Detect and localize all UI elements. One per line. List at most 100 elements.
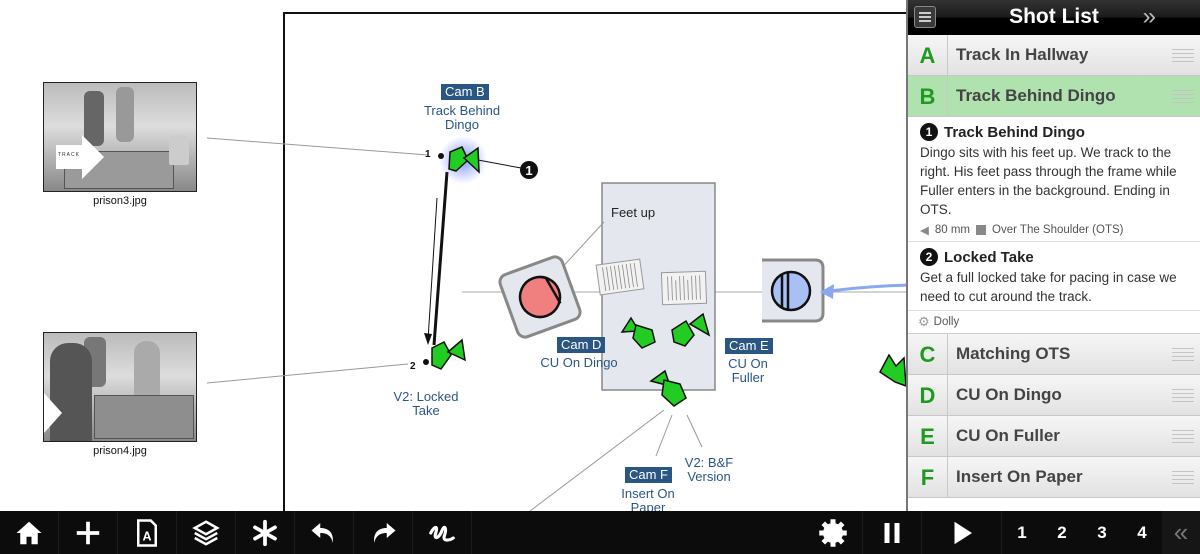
camera-f[interactable]: [649, 369, 687, 407]
setup-detail-2[interactable]: 2 Locked Take Get a full locked take for…: [908, 242, 1200, 310]
camera-offscreen[interactable]: [879, 353, 907, 388]
toolbar-right-group: 1 2 3 4 «: [804, 511, 1200, 554]
setup-detail-1[interactable]: 1 Track Behind Dingo Dingo sits with his…: [908, 117, 1200, 242]
camera-b-badge[interactable]: Cam B: [441, 84, 489, 100]
collapse-toolbar-icon[interactable]: «: [1162, 511, 1200, 554]
actor-dingo[interactable]: [498, 255, 583, 340]
dolly-track[interactable]: [432, 171, 449, 346]
framing-icon: [976, 225, 987, 235]
storyboard-caption-prison4: prison4.jpg: [93, 445, 147, 457]
camera-b[interactable]: [448, 146, 480, 174]
actor-fuller[interactable]: [762, 258, 825, 323]
setup-marker-1[interactable]: [520, 161, 538, 179]
play-button[interactable]: [922, 511, 1002, 554]
page-3-button[interactable]: 3: [1097, 522, 1107, 542]
camera-b-v2-point: [423, 359, 429, 365]
page-2-button[interactable]: 2: [1057, 522, 1067, 542]
camera-d[interactable]: [620, 316, 656, 349]
setup-title: Locked Take: [944, 248, 1034, 266]
add-button[interactable]: [59, 511, 118, 554]
camera-e[interactable]: [671, 312, 711, 347]
camera-point-number-1: 1: [425, 149, 431, 160]
camera-f-v2-label-line1: V2: B&F: [684, 455, 734, 470]
track-arrow-head: [44, 393, 62, 433]
camera-f-label-line1: Insert On: [621, 486, 675, 501]
play-icon: [954, 521, 972, 544]
feet-sketch: [169, 135, 189, 165]
storyboard-caption-prison3: prison3.jpg: [93, 195, 147, 207]
camera-d-badge[interactable]: Cam D: [557, 337, 606, 353]
figure-woman: [134, 341, 160, 401]
camera-b-label[interactable]: Track Behind Dingo: [410, 104, 514, 132]
drag-handle-icon[interactable]: [1172, 347, 1194, 361]
asterisk-button[interactable]: [236, 511, 295, 554]
camera-b-v2-label[interactable]: V2: Locked Take: [378, 390, 474, 418]
undo-button[interactable]: [295, 511, 354, 554]
redo-button[interactable]: [354, 511, 413, 554]
shot-list-panel: Shot List » A Track In Hallway B Track B…: [906, 0, 1200, 511]
camera-e-label[interactable]: CU On Fuller: [718, 357, 778, 385]
shot-letter: C: [908, 334, 948, 374]
page-4-button[interactable]: 4: [1137, 522, 1147, 542]
page-1-button[interactable]: 1: [1017, 522, 1027, 542]
shot-letter: D: [908, 375, 948, 415]
shot-row-a[interactable]: A Track In Hallway: [908, 35, 1200, 76]
settings-button[interactable]: [804, 511, 863, 554]
menu-icon[interactable]: [914, 6, 936, 28]
camera-b-point: [438, 153, 444, 159]
drag-handle-icon[interactable]: [1172, 429, 1194, 443]
draw-button[interactable]: [413, 511, 472, 554]
pause-button[interactable]: [863, 511, 922, 554]
overhead-diagram[interactable]: 1: [0, 0, 1200, 511]
camera-f-label-line2: Paper: [630, 500, 666, 512]
paper-prop-2[interactable]: [660, 270, 708, 306]
shot-name: Insert On Paper: [956, 467, 1083, 486]
shot-row-b[interactable]: B Track Behind Dingo: [908, 76, 1200, 117]
storyboard-thumbnail-prison3[interactable]: TRACK: [43, 82, 197, 192]
drag-handle-icon[interactable]: [1172, 89, 1194, 103]
arrow-head: [820, 284, 834, 299]
home-button[interactable]: [0, 511, 59, 554]
setup-description: Get a full locked take for pacing in cas…: [920, 270, 1177, 304]
camera-d-label[interactable]: CU On Dingo: [540, 355, 618, 370]
drag-handle-icon[interactable]: [1172, 48, 1194, 62]
shot-letter: A: [908, 35, 948, 75]
layers-icon: [192, 519, 220, 546]
camera-b-v2-label-line1: V2: Locked: [393, 389, 459, 404]
camera-e-badge[interactable]: Cam E: [725, 338, 773, 354]
paper-prop-1[interactable]: [595, 258, 645, 296]
shot-name: Track In Hallway: [956, 45, 1089, 64]
text-frame-button[interactable]: A: [118, 511, 177, 554]
shot-name: CU On Fuller: [956, 426, 1060, 445]
camera-f-v2-label[interactable]: V2: B&F Version: [676, 456, 742, 484]
track-arrow-body: [56, 145, 82, 169]
shot-list-header: Shot List »: [908, 0, 1200, 35]
camera-b-label-line2: Dingo: [445, 117, 479, 132]
shot-row-d[interactable]: D CU On Dingo: [908, 375, 1200, 416]
camera-e-label-line2: Fuller: [731, 370, 765, 385]
gear-icon: ⚙: [918, 314, 930, 329]
collapse-panel-icon[interactable]: »: [1142, 3, 1156, 30]
drag-handle-icon[interactable]: [1172, 388, 1194, 402]
storyboard-link-2: [206, 363, 409, 384]
layers-button[interactable]: [177, 511, 236, 554]
camera-f-leader: [655, 414, 673, 457]
camera-f-label[interactable]: Insert On Paper: [606, 486, 690, 512]
drag-handle-icon[interactable]: [1172, 470, 1194, 484]
storyboard-thumbnail-prison4[interactable]: [43, 332, 197, 442]
camera-e-label-line1: CU On: [728, 356, 768, 371]
shot-name: Track Behind Dingo: [956, 86, 1116, 105]
setup-number-badge: 1: [920, 123, 938, 141]
shot-row-e[interactable]: E CU On Fuller: [908, 416, 1200, 457]
shot-letter: B: [908, 76, 948, 116]
table-label[interactable]: Feet up: [611, 205, 656, 220]
shot-row-f[interactable]: F Insert On Paper: [908, 457, 1200, 498]
camera-f-badge[interactable]: Cam F: [625, 467, 672, 483]
asterisk-icon: [253, 519, 277, 546]
shot-letter: F: [908, 457, 948, 497]
shot-row-c[interactable]: C Matching OTS: [908, 334, 1200, 375]
storyboard-link-1: [206, 137, 429, 156]
undo-icon: [311, 522, 333, 543]
actor-movement-arrow[interactable]: [829, 283, 911, 293]
camera-b-v2[interactable]: [431, 338, 466, 370]
